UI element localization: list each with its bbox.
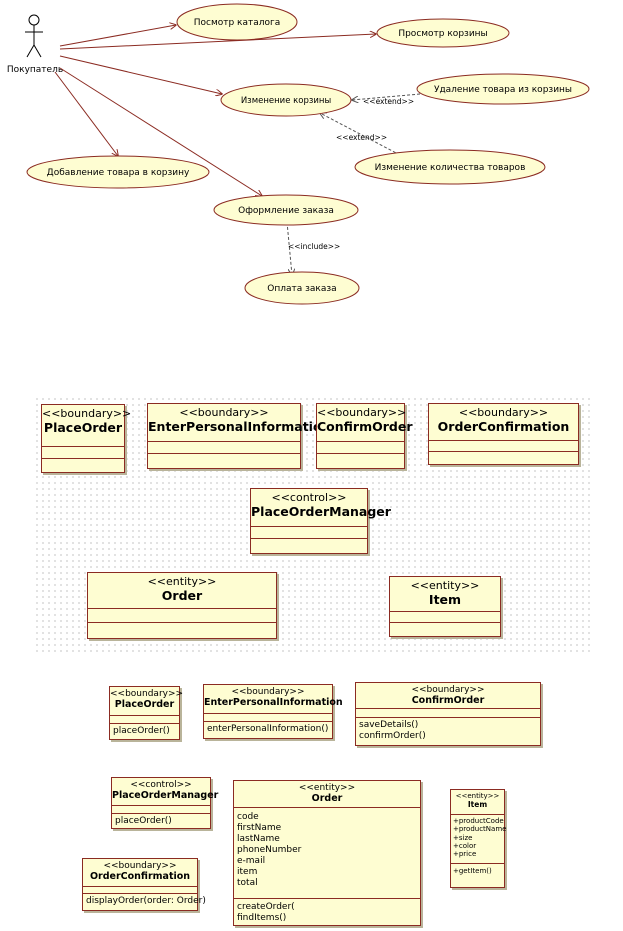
uc-checkout-ellipse (213, 194, 359, 226)
stereotype: <<boundary>> (42, 407, 132, 420)
operation: displayOrder(order: Order) (86, 896, 206, 906)
uc-add-item-ellipse (26, 155, 210, 189)
uc-view-cart-label: Просмотр корзины (398, 29, 487, 39)
assoc-add-item (54, 71, 118, 156)
design-class-orderconfirmation: <<boundary>> OrderConfirmation displayOr… (82, 858, 206, 911)
class-name: Item (467, 800, 488, 809)
analysis-class-orderconfirmation: <<boundary>> OrderConfirmation (428, 403, 579, 465)
extend-label-2: <<extend>> (336, 133, 387, 142)
actor-label: Покупатель (7, 65, 63, 75)
attribute: lastName (237, 834, 280, 844)
uc-change-cart-label: Изменение корзины (241, 96, 331, 106)
attribute: e-mail (237, 856, 266, 866)
operation: confirmOrder() (359, 731, 426, 741)
analysis-class-order: <<entity>> Order (87, 572, 277, 639)
class-name: Order (311, 793, 343, 804)
analysis-class-placeorder: <<boundary>> PlaceOrder (41, 404, 132, 473)
attribute: firstName (237, 823, 282, 833)
operation: findItems() (237, 913, 287, 923)
stereotype: <<entity>> (455, 792, 500, 800)
class-name: ConfirmOrder (317, 419, 413, 434)
design-class-placeordermanager: <<control>> PlaceOrderManager placeOrder… (111, 777, 219, 829)
assoc-view-cart (59, 34, 376, 50)
operation: +getItem() (453, 867, 492, 875)
uc-catalog-ellipse (176, 3, 298, 41)
extend-remove-line (352, 93, 421, 100)
assoc-checkout (59, 67, 262, 196)
uc-view-cart-ellipse (376, 18, 510, 48)
attribute: total (237, 878, 258, 888)
design-class-confirmorder: <<boundary>> ConfirmOrder saveDetails() … (355, 682, 541, 746)
attribute: +price (453, 850, 477, 859)
include-line (286, 221, 292, 275)
actor-figure (25, 14, 43, 58)
assoc-change-cart (59, 55, 222, 94)
uc-payment-ellipse (244, 271, 360, 305)
class-name: PlaceOrder (114, 699, 175, 710)
operation: placeOrder() (115, 816, 172, 826)
stereotype: <<entity>> (298, 783, 356, 793)
class-name: ConfirmOrder (411, 695, 485, 706)
attribute: +productCode (453, 817, 504, 825)
attribute: code (237, 812, 259, 822)
stereotype: <<control>> (271, 491, 347, 504)
stereotype: <<boundary>> (458, 406, 549, 419)
uc-checkout-label: Оформление заказа (238, 206, 334, 216)
extend-label-1: <<extend>> (363, 97, 414, 106)
operation: enterPersonalInformation() (207, 724, 329, 734)
analysis-class-item: <<entity>> Item (389, 576, 501, 637)
analysis-class-enterpersonalinformation: <<boundary>> EnterPersonalInformation (147, 403, 331, 469)
operation: placeOrder() (113, 726, 170, 736)
class-name: Order (161, 588, 203, 603)
operation: createOrder( (237, 902, 295, 912)
extend-qty-line (320, 113, 401, 156)
design-class-placeorder: <<boundary>> PlaceOrder placeOrder() (109, 686, 184, 740)
class-name: PlaceOrderManager (112, 790, 219, 801)
class-name: EnterPersonalInformation (204, 697, 343, 708)
analysis-class-placeordermanager: <<control>> PlaceOrderManager (250, 488, 391, 554)
stereotype: <<entity>> (410, 579, 480, 592)
attribute: +productName (453, 825, 507, 834)
stereotype: <<boundary>> (411, 685, 485, 695)
use-case-diagram: Покупатель <<extend>> <<extend>> <<inclu… (7, 3, 590, 305)
stereotype: <<boundary>> (103, 861, 177, 871)
class-name: PlaceOrder (43, 420, 123, 435)
uc-payment-label: Оплата заказа (267, 284, 336, 294)
assoc-catalog (59, 25, 176, 47)
attribute: phoneNumber (237, 845, 302, 855)
include-label: <<include>> (288, 242, 340, 251)
uc-remove-item-ellipse (416, 73, 590, 105)
uc-catalog-label: Посмотр каталога (194, 18, 281, 28)
class-name: PlaceOrderManager (251, 504, 391, 519)
analysis-class-confirmorder: <<boundary>> ConfirmOrder (316, 403, 413, 469)
class-name: Item (428, 592, 462, 607)
design-class-item: <<entity>> Item +productCode +productNam… (450, 789, 507, 888)
stereotype: <<boundary>> (231, 687, 305, 697)
uc-change-qty-label: Изменение количества товаров (375, 163, 526, 173)
class-name: OrderConfirmation (437, 419, 570, 434)
stereotype: <<boundary>> (110, 689, 184, 699)
stereotype: <<entity>> (147, 575, 217, 588)
uc-change-qty-ellipse (354, 149, 546, 185)
class-name: OrderConfirmation (89, 871, 191, 882)
stereotype: <<boundary>> (179, 406, 269, 419)
uc-change-cart-ellipse (220, 83, 352, 117)
design-class-order: <<entity>> Order code firstName lastName… (233, 780, 421, 926)
attribute: item (237, 867, 258, 877)
attribute: +size (453, 833, 473, 842)
stereotype: <<boundary>> (317, 406, 407, 419)
design-class-enterpersonalinformation: <<boundary>> EnterPersonalInformation en… (203, 684, 343, 739)
operation: saveDetails() (359, 720, 419, 730)
uc-add-item-label: Добавление товара в корзину (47, 168, 190, 178)
attribute: +color (453, 841, 477, 850)
class-name: EnterPersonalInformation (148, 419, 331, 434)
uc-remove-item-label: Удаление товара из корзины (434, 85, 572, 95)
stereotype: <<control>> (130, 780, 192, 790)
